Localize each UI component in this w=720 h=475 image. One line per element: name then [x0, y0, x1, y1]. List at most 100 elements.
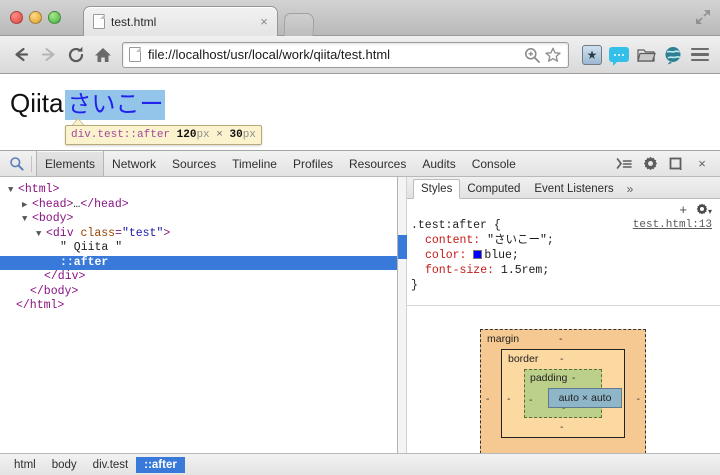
- hamburger-menu-icon[interactable]: [688, 43, 712, 67]
- fullscreen-arrows-icon[interactable]: [694, 8, 712, 26]
- dom-node-html-close[interactable]: </html>: [16, 299, 65, 312]
- tab-timeline[interactable]: Timeline: [232, 156, 277, 171]
- tooltip-width: 120: [176, 129, 197, 141]
- box-model-content[interactable]: auto × auto: [548, 388, 622, 408]
- box-model-margin-right[interactable]: -: [636, 393, 641, 405]
- zoom-window-button[interactable]: [48, 11, 61, 24]
- breadcrumb-item-div-test[interactable]: div.test: [92, 458, 129, 471]
- home-button[interactable]: [89, 41, 116, 68]
- tab-resources[interactable]: Resources: [349, 156, 407, 171]
- css-prop-value: "さいこー";: [487, 234, 554, 247]
- styles-actions: + ▾: [679, 203, 712, 216]
- globe-icon[interactable]: [661, 43, 685, 67]
- folder-icon[interactable]: [634, 43, 658, 67]
- twisty-icon[interactable]: ▼: [36, 228, 42, 239]
- tooltip-arrow: [72, 119, 84, 126]
- css-prop-name: content:: [425, 234, 481, 247]
- breadcrumb-item-body[interactable]: body: [51, 458, 77, 471]
- tooltip-height: 30: [229, 129, 243, 141]
- gear-icon[interactable]: ▾: [696, 203, 712, 216]
- reload-button[interactable]: [62, 41, 89, 68]
- close-window-button[interactable]: [10, 11, 23, 24]
- tooltip-selector: div.test::after: [71, 129, 171, 141]
- dom-node-body-close[interactable]: </body>: [30, 284, 79, 298]
- styles-scrollbar-thumb[interactable]: [398, 235, 407, 259]
- box-model-margin-top[interactable]: -: [559, 333, 563, 345]
- tab-computed[interactable]: Computed: [467, 183, 521, 195]
- tab-event-listeners[interactable]: Event Listeners: [534, 183, 614, 195]
- tab-title: test.html: [111, 14, 157, 29]
- more-tabs-icon[interactable]: »: [626, 182, 634, 196]
- dom-node-pseudo-after[interactable]: ::after: [0, 255, 397, 270]
- close-tab-icon[interactable]: ×: [260, 13, 268, 29]
- css-declaration-font-size[interactable]: font-size: 1.5rem;: [411, 263, 712, 278]
- css-declaration-content[interactable]: content: "さいこー";: [411, 233, 712, 248]
- dom-node-body[interactable]: ▼<body>: [22, 212, 74, 225]
- styles-scrollbar[interactable]: [398, 177, 407, 453]
- new-tab-button[interactable]: [283, 13, 315, 36]
- back-button[interactable]: [8, 41, 35, 68]
- dock-position-icon[interactable]: [667, 155, 685, 173]
- twisty-icon[interactable]: ▼: [22, 214, 28, 224]
- dom-node-html[interactable]: ▼<html>: [8, 183, 60, 196]
- tab-styles[interactable]: Styles: [413, 179, 461, 199]
- css-prop-name: color:: [425, 249, 467, 262]
- box-model-diagram: margin - - - - border - - - -: [480, 329, 646, 453]
- bookmark-star-icon[interactable]: [544, 46, 562, 64]
- tab-audits[interactable]: Audits: [422, 156, 456, 171]
- box-model-margin-bottom[interactable]: -: [559, 452, 563, 453]
- css-source-link[interactable]: test.html:13: [632, 219, 712, 231]
- forward-button[interactable]: [35, 41, 62, 68]
- breadcrumb: html body div.test ::after: [0, 453, 720, 475]
- settings-gear-icon[interactable]: [641, 155, 659, 173]
- tab-console[interactable]: Console: [471, 156, 516, 171]
- tab-profiles[interactable]: Profiles: [292, 156, 333, 171]
- tab-network[interactable]: Network: [112, 156, 157, 171]
- dom-node-div-test[interactable]: ▼<div class="test">: [36, 226, 171, 240]
- box-model-padding-label: padding: [530, 372, 568, 384]
- css-declaration-color[interactable]: color: blue;: [411, 248, 712, 263]
- dom-node-text[interactable]: " Qiita ": [60, 241, 123, 254]
- box-model-padding-bottom[interactable]: -: [562, 402, 566, 414]
- breadcrumb-item-after[interactable]: ::after: [136, 456, 185, 473]
- address-bar[interactable]: file://localhost/usr/local/work/qiita/te…: [122, 41, 569, 68]
- breadcrumb-item-html[interactable]: html: [14, 458, 36, 471]
- twisty-icon[interactable]: ▶: [22, 199, 28, 210]
- page-icon: [93, 14, 105, 29]
- page-content-line: Qiita さいこー: [0, 74, 720, 120]
- devtools-panel-tabs: Elements Network Sources Timeline Profil…: [36, 151, 524, 176]
- traffic-lights: [10, 11, 61, 24]
- tooltip-times: ×: [216, 129, 223, 141]
- close-devtools-icon[interactable]: ×: [698, 156, 706, 171]
- box-model-padding-top[interactable]: -: [572, 372, 576, 384]
- dom-node-div-close[interactable]: </div>: [44, 270, 86, 283]
- dock-console-icon[interactable]: [615, 155, 633, 173]
- box-model-border-bottom[interactable]: -: [560, 421, 564, 433]
- devtools-toolbar: Elements Network Sources Timeline Profil…: [0, 151, 720, 177]
- tab-sources[interactable]: Sources: [172, 156, 217, 171]
- box-model-padding-left[interactable]: -: [529, 394, 533, 406]
- color-swatch[interactable]: [473, 250, 483, 259]
- browser-tab[interactable]: test.html ×: [83, 6, 278, 36]
- dom-node-head[interactable]: ▶<head>…</head>: [22, 197, 129, 211]
- dom-tree-pane[interactable]: ▼<html> ▶<head>…</head> ▼<body> ▼<div cl…: [0, 177, 398, 453]
- file-icon: [129, 47, 141, 62]
- url-text: file://localhost/usr/local/work/qiita/te…: [148, 47, 391, 62]
- minimize-window-button[interactable]: [29, 11, 42, 24]
- chat-bubble-icon[interactable]: [607, 43, 631, 67]
- box-model-border-top[interactable]: -: [560, 353, 564, 365]
- box-model-margin-left[interactable]: -: [486, 393, 490, 405]
- css-selector[interactable]: .test:after {: [411, 219, 501, 232]
- search-icon[interactable]: [5, 153, 27, 175]
- bookmark-manager-icon[interactable]: ★: [580, 43, 604, 67]
- page-text-qiita: Qiita: [10, 88, 64, 118]
- twisty-icon[interactable]: ▼: [8, 185, 14, 195]
- box-model-border-left[interactable]: -: [507, 393, 511, 405]
- tab-elements[interactable]: Elements: [36, 151, 105, 176]
- css-rule-block: .test:after { test.html:13 content: "さいこ…: [407, 199, 720, 299]
- css-divider: [407, 305, 720, 306]
- plus-icon[interactable]: +: [679, 202, 687, 217]
- search-plus-icon[interactable]: [523, 46, 541, 64]
- css-prop-value: blue;: [484, 249, 519, 262]
